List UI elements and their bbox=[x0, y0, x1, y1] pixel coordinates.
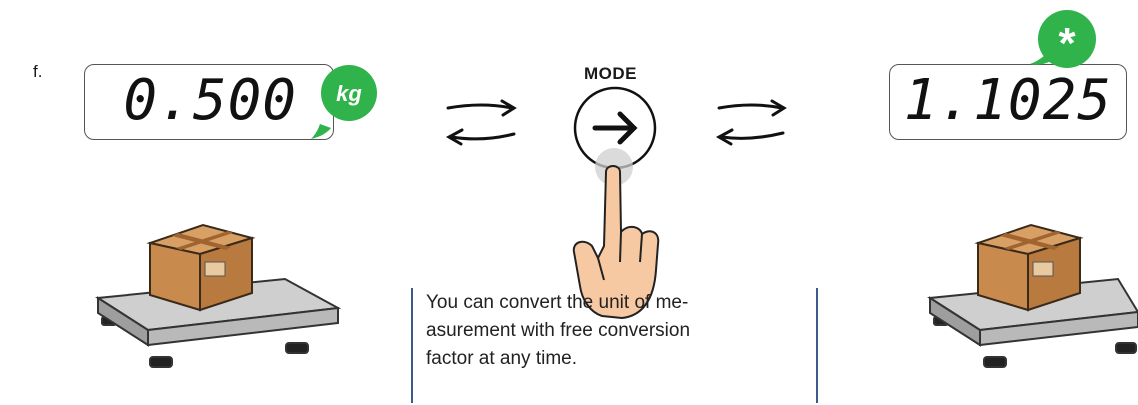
cardboard-box bbox=[146, 223, 256, 312]
caption-right-rule bbox=[816, 288, 818, 403]
kg-badge-label: kg bbox=[336, 81, 362, 106]
left-scale-with-box bbox=[95, 223, 342, 368]
step-label: f. bbox=[33, 62, 43, 81]
right-display-value: 1.1025 bbox=[903, 68, 1112, 133]
right-exchange-arrows-icon bbox=[715, 99, 787, 146]
caption-body: You can convert the unit of me- asuremen… bbox=[426, 292, 691, 369]
left-display-value: 0.500 bbox=[123, 68, 297, 133]
star-badge-symbol: * bbox=[1058, 19, 1076, 68]
right-scale-with-box bbox=[927, 223, 1138, 368]
caption-text: You can convert the unit of me- asuremen… bbox=[426, 289, 786, 373]
left-exchange-arrows-icon bbox=[445, 99, 517, 146]
caption-left-rule bbox=[411, 288, 413, 403]
cardboard-box bbox=[974, 223, 1084, 312]
pointing-hand-icon bbox=[572, 165, 660, 319]
mode-label: MODE bbox=[584, 64, 637, 83]
kg-unit-badge: kg bbox=[311, 65, 377, 139]
arrow-right-icon bbox=[592, 111, 638, 145]
conversion-star-badge: * bbox=[1030, 10, 1096, 68]
right-weight-display: 1.1025 bbox=[889, 64, 1127, 140]
left-weight-display: 0.500 bbox=[84, 64, 334, 140]
